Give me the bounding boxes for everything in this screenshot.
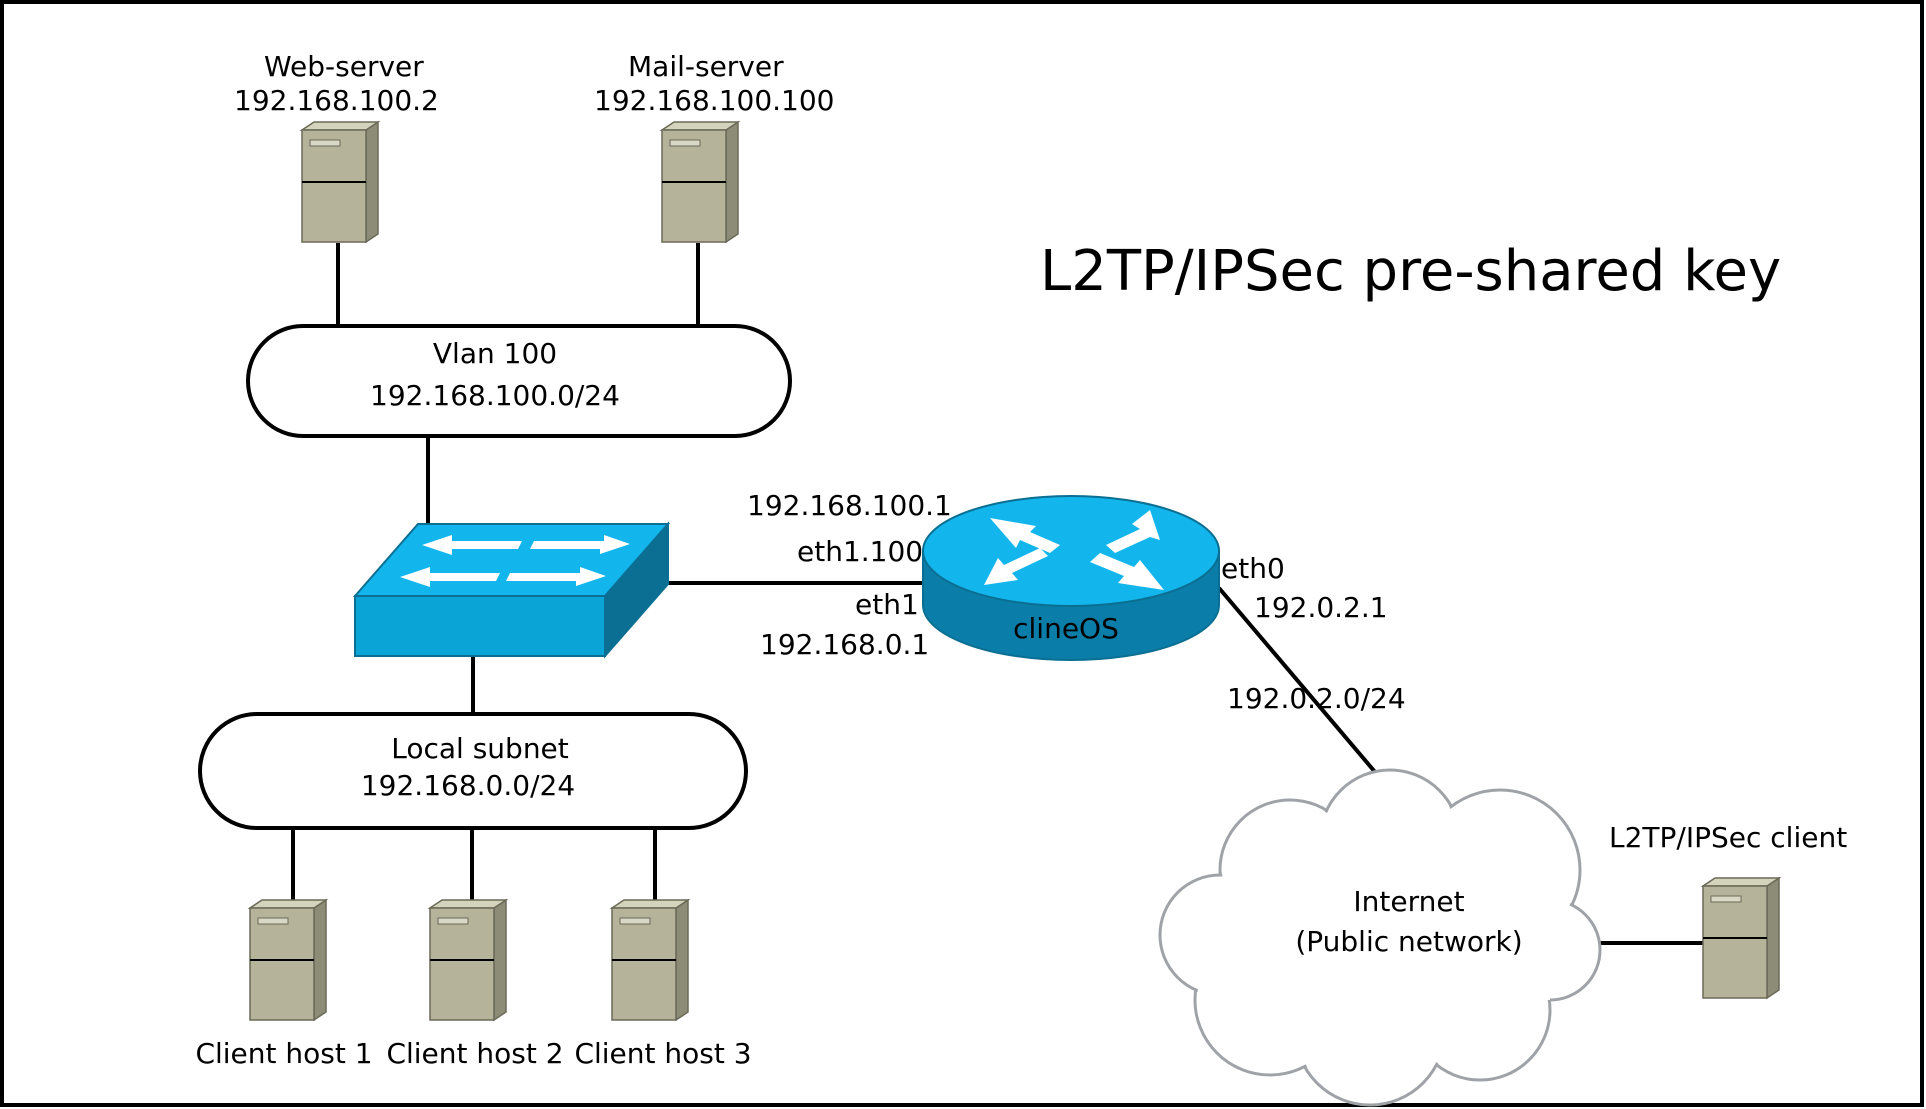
- remote-client: L2TP/IPSec client: [1609, 821, 1847, 999]
- local-subnet-cidr: 192.168.0.0/24: [361, 769, 575, 802]
- link-router-internet: [1217, 586, 1394, 794]
- router-wan-iface: eth0: [1221, 552, 1285, 585]
- server-icon: [301, 121, 379, 243]
- router-wan-ip: 192.0.2.1: [1254, 591, 1388, 624]
- web-server: Web-server 192.168.100.2: [234, 50, 439, 243]
- client-host-label: Client host 1: [195, 1037, 372, 1070]
- vlan-subnet: 192.168.100.0/24: [370, 379, 620, 412]
- server-icon: [661, 121, 739, 243]
- client-host-3: Client host 3: [574, 899, 752, 1070]
- router-vlan-iface: eth1.100: [797, 535, 923, 568]
- vlan-100-network: Vlan 100 192.168.100.0/24: [246, 324, 792, 438]
- router-name: clineOS: [1013, 612, 1119, 645]
- web-server-name: Web-server: [264, 50, 424, 83]
- server-icon: [611, 899, 689, 1021]
- router-lan-iface: eth1: [855, 588, 919, 621]
- local-subnet-name: Local subnet: [391, 732, 569, 765]
- mail-server: Mail-server 192.168.100.100: [594, 50, 834, 243]
- client-host-label: Client host 3: [574, 1037, 751, 1070]
- internet-label: Internet: [1353, 885, 1464, 918]
- local-subnet-network: Local subnet 192.168.0.0/24: [198, 712, 748, 830]
- cloud-icon: Internet (Public network): [1158, 768, 1602, 1107]
- router-vlan-ip: 192.168.100.1: [747, 489, 952, 522]
- internet-sub-label: (Public network): [1295, 925, 1522, 958]
- vlan-name: Vlan 100: [433, 337, 557, 370]
- switch-icon: [352, 521, 671, 659]
- wan-network: 192.0.2.0/24: [1227, 682, 1406, 715]
- connection-lines: [291, 243, 1703, 945]
- mail-server-name: Mail-server: [628, 50, 784, 83]
- server-icon: [249, 899, 327, 1021]
- router-icon: clineOS: [922, 495, 1220, 661]
- client-host-1: Client host 1: [195, 899, 373, 1070]
- server-icon: [429, 899, 507, 1021]
- server-icon: [1702, 877, 1780, 999]
- router-lan-ip: 192.168.0.1: [760, 628, 929, 661]
- mail-server-ip: 192.168.100.100: [594, 84, 834, 117]
- remote-client-label: L2TP/IPSec client: [1609, 821, 1847, 854]
- web-server-ip: 192.168.100.2: [234, 84, 439, 117]
- client-host-2: Client host 2: [386, 899, 564, 1070]
- client-host-label: Client host 2: [386, 1037, 563, 1070]
- diagram-title: L2TP/IPSec pre-shared key: [1040, 239, 1781, 304]
